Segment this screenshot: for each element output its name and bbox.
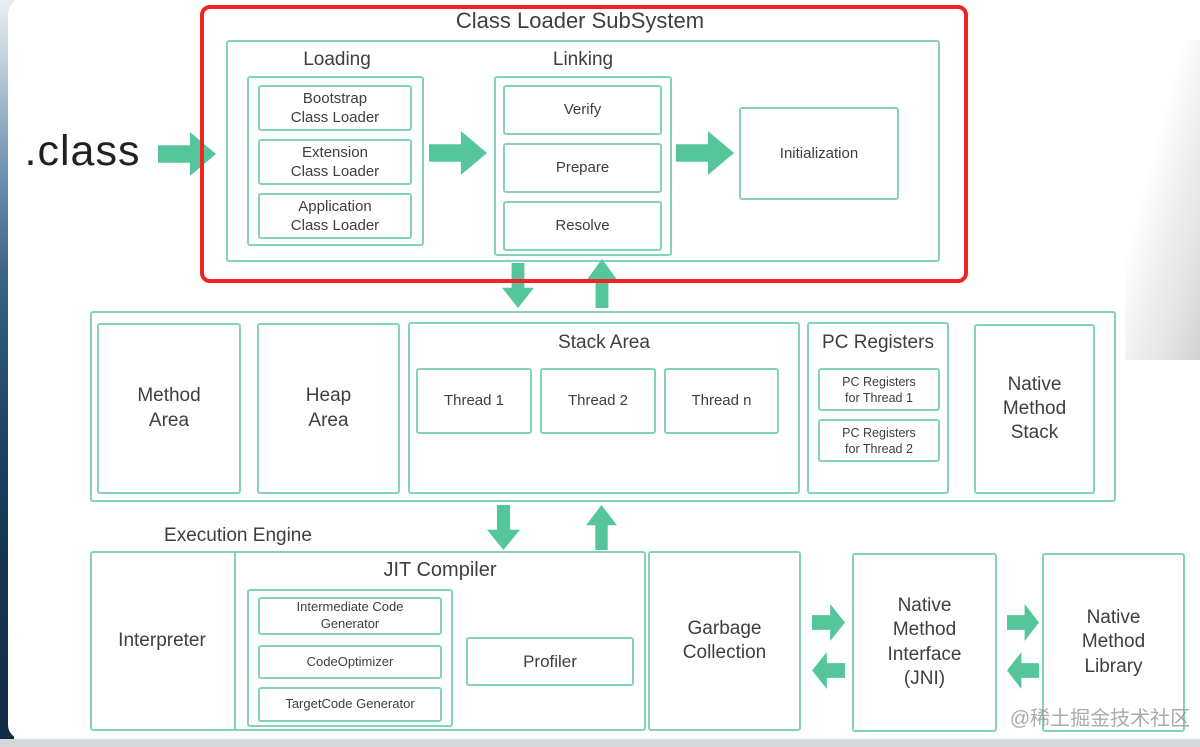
native-method-library-box: Native Method Library bbox=[1042, 553, 1185, 732]
stack-area-title: Stack Area bbox=[558, 331, 650, 353]
extension-class-loader-box: Extension Class Loader bbox=[258, 139, 412, 185]
profiler-box: Profiler bbox=[466, 637, 634, 686]
native-method-library-label: Native Method Library bbox=[1081, 607, 1146, 677]
execution-engine-title: Execution Engine bbox=[164, 524, 312, 546]
native-method-interface-label: Native Method Interface (JNI) bbox=[887, 594, 962, 689]
initialization-box: Initialization bbox=[739, 107, 899, 200]
target-code-generator-box: TargetCode Generator bbox=[258, 687, 442, 722]
thread-2-box: Thread 2 bbox=[540, 368, 656, 434]
initialization-label: Initialization bbox=[779, 144, 859, 162]
application-class-loader-label: Application Class Loader bbox=[290, 197, 380, 234]
method-area-box: Method Area bbox=[97, 323, 241, 494]
prepare-box: Prepare bbox=[503, 143, 662, 193]
pc-registers-title: PC Registers bbox=[822, 331, 934, 353]
verify-label: Verify bbox=[563, 101, 602, 119]
juejin-watermark: @稀土掘金技术社区 bbox=[1009, 707, 1191, 730]
loading-title: Loading bbox=[303, 48, 371, 70]
bootstrap-class-loader-label: Bootstrap Class Loader bbox=[290, 89, 380, 126]
interpreter-divider bbox=[234, 553, 236, 729]
bottom-edge-strip bbox=[0, 739, 1200, 747]
target-code-generator-label: TargetCode Generator bbox=[285, 696, 415, 712]
pc-registers-thread-2-label: PC Registers for Thread 2 bbox=[842, 425, 916, 456]
class-file-label: .class bbox=[24, 126, 141, 175]
native-method-stack-box: Native Method Stack bbox=[974, 324, 1095, 494]
pc-registers-thread-1-box: PC Registers for Thread 1 bbox=[818, 368, 940, 411]
prepare-label: Prepare bbox=[555, 159, 610, 177]
heap-area-label: Heap Area bbox=[305, 385, 352, 431]
profiler-label: Profiler bbox=[523, 651, 577, 671]
intermediate-code-generator-label: Intermediate Code Generator bbox=[296, 599, 404, 631]
resolve-label: Resolve bbox=[555, 217, 610, 235]
thread-n-box: Thread n bbox=[664, 368, 779, 434]
code-optimizer-label: CodeOptimizer bbox=[306, 653, 394, 669]
code-optimizer-box: CodeOptimizer bbox=[258, 645, 442, 679]
verify-box: Verify bbox=[503, 85, 662, 135]
linking-title: Linking bbox=[552, 48, 614, 70]
application-class-loader-box: Application Class Loader bbox=[258, 193, 412, 239]
interpreter-label: Interpreter bbox=[118, 629, 206, 651]
class-loader-subsystem-title: Class Loader SubSystem bbox=[455, 7, 705, 33]
jit-compiler-title: JIT Compiler bbox=[383, 559, 497, 582]
garbage-collection-box: Garbage Collection bbox=[648, 551, 801, 731]
intermediate-code-generator-box: Intermediate Code Generator bbox=[258, 597, 442, 635]
garbage-collection-label: Garbage Collection bbox=[682, 617, 767, 663]
bootstrap-class-loader-box: Bootstrap Class Loader bbox=[258, 85, 412, 131]
native-method-stack-label: Native Method Stack bbox=[1002, 373, 1067, 444]
thread-2-label: Thread 2 bbox=[567, 392, 629, 410]
thread-1-label: Thread 1 bbox=[443, 392, 505, 410]
extension-class-loader-label: Extension Class Loader bbox=[290, 143, 380, 180]
native-method-interface-box: Native Method Interface (JNI) bbox=[852, 553, 997, 732]
pc-registers-thread-2-box: PC Registers for Thread 2 bbox=[818, 419, 940, 462]
resolve-box: Resolve bbox=[503, 201, 662, 251]
heap-area-box: Heap Area bbox=[257, 323, 400, 494]
pc-registers-thread-1-label: PC Registers for Thread 1 bbox=[842, 374, 916, 405]
method-area-label: Method Area bbox=[137, 385, 201, 431]
thread-n-label: Thread n bbox=[691, 392, 752, 410]
class-loader-inner-box bbox=[226, 40, 940, 262]
thread-1-box: Thread 1 bbox=[416, 368, 532, 434]
